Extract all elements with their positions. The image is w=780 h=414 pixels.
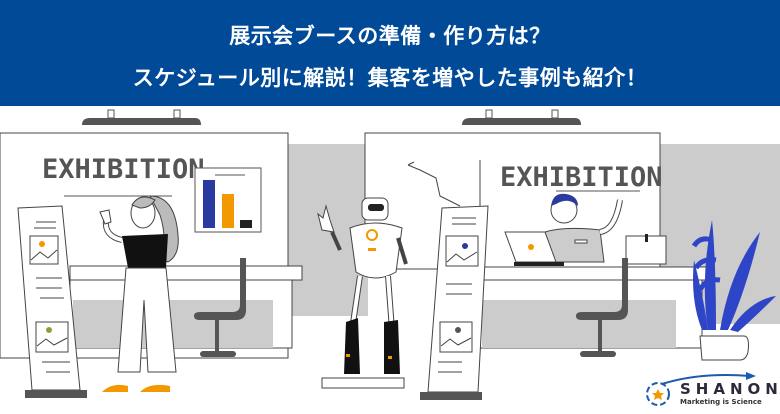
- title-banner: 展示会ブースの準備・作り方は？ スケジュール別に解説！集客を増やした事例も紹介！: [0, 0, 780, 106]
- logo-emblem-icon: [646, 372, 756, 406]
- right-banner-stand: [420, 205, 489, 400]
- woman-figure: [99, 195, 179, 392]
- left-exhibition-sign: EXHIBITION: [42, 154, 205, 185]
- right-exhibition-sign: EXHIBITION: [500, 162, 663, 193]
- title-line-2: スケジュール別に解説！集客を増やした事例も紹介！: [132, 66, 648, 90]
- shanon-logo: SHANON Marketing is Science: [640, 368, 780, 410]
- logo-tagline: Marketing is Science: [680, 398, 762, 406]
- plant: [691, 220, 776, 332]
- left-banner-stand: [17, 205, 87, 398]
- title-line-1: 展示会ブースの準備・作り方は？: [229, 24, 551, 48]
- ceiling-light-right-icon: [462, 109, 581, 125]
- man-figure: [544, 193, 623, 263]
- exhibition-illustration: EXHIBITION: [0, 106, 780, 410]
- ceiling-light-left-icon: [82, 109, 201, 125]
- logo-name: SHANON: [680, 380, 780, 398]
- robot-figure: [317, 197, 408, 389]
